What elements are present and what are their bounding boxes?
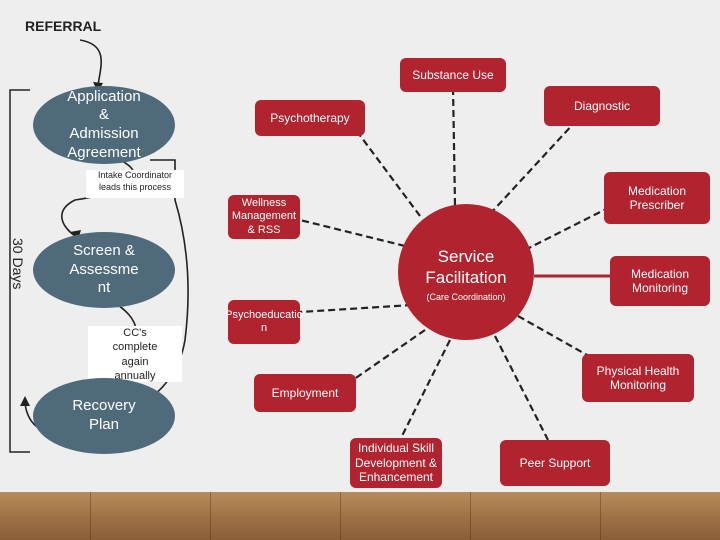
cc-annual-note: CC's complete again annually xyxy=(88,326,182,382)
peer-support-box: Peer Support xyxy=(500,440,610,486)
wellness-management-box: Wellness Management & RSS xyxy=(228,195,300,239)
medication-monitoring-box: Medication Monitoring xyxy=(610,256,710,306)
physical-health-box: Physical Health Monitoring xyxy=(582,354,694,402)
diagnostic-box: Diagnostic xyxy=(544,86,660,126)
days-label: 30 Days xyxy=(10,238,26,290)
psychoeducation-box: Psychoeducatio n xyxy=(225,300,303,344)
screen-assessment-oval: Screen & Assessme nt xyxy=(33,232,175,308)
care-coordination-label: (Care Coordination) xyxy=(426,292,506,302)
individual-skill-box: Individual Skill Development & Enhanceme… xyxy=(350,438,442,488)
recovery-plan-oval: Recovery Plan xyxy=(33,378,175,454)
service-facilitation-hub: Service Facilitation (Care Coordination) xyxy=(398,204,534,340)
intake-coordinator-note: Intake Coordinator leads this process xyxy=(86,170,184,198)
application-admission-oval: Application & Admission Agreement xyxy=(33,86,175,164)
employment-box: Employment xyxy=(254,374,356,412)
referral-title: REFERRAL xyxy=(25,18,102,34)
substance-use-box: Substance Use xyxy=(400,58,506,92)
psychotherapy-box: Psychotherapy xyxy=(255,100,365,136)
wooden-floor xyxy=(0,492,720,540)
medication-prescriber-box: Medication Prescriber xyxy=(604,172,710,224)
